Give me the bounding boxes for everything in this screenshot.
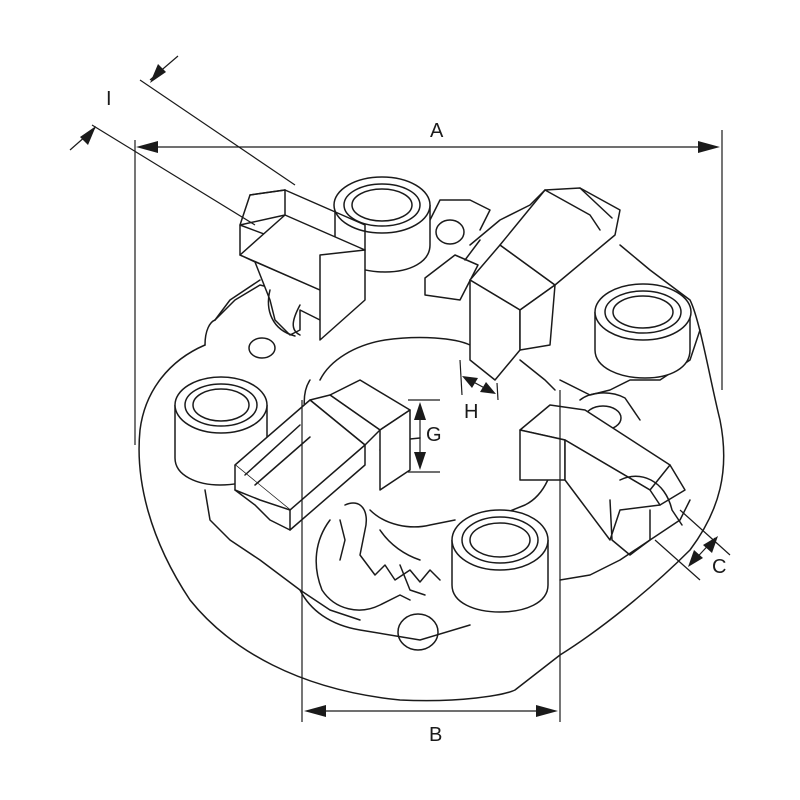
label-c: C (712, 556, 726, 578)
dimension-h (459, 359, 499, 401)
mounting-boss-right (594, 283, 692, 379)
brush-holder-left (234, 379, 411, 531)
dimension-a (134, 130, 723, 445)
dimension-b (301, 390, 561, 722)
dimension-c (654, 509, 731, 581)
label-i: I (106, 88, 112, 110)
label-a: A (430, 120, 444, 142)
terminal-lead (315, 502, 441, 611)
mounting-boss-bottom (451, 509, 549, 613)
brush-holder-top-left (239, 189, 366, 341)
label-b: B (429, 724, 442, 746)
brush-holder-top-right (424, 187, 621, 381)
dimension-i (69, 55, 296, 226)
label-g: G (426, 424, 442, 446)
base-plate (138, 199, 725, 702)
dimension-g (408, 399, 440, 473)
label-h: H (464, 401, 478, 423)
brush-holder-right (519, 404, 686, 556)
